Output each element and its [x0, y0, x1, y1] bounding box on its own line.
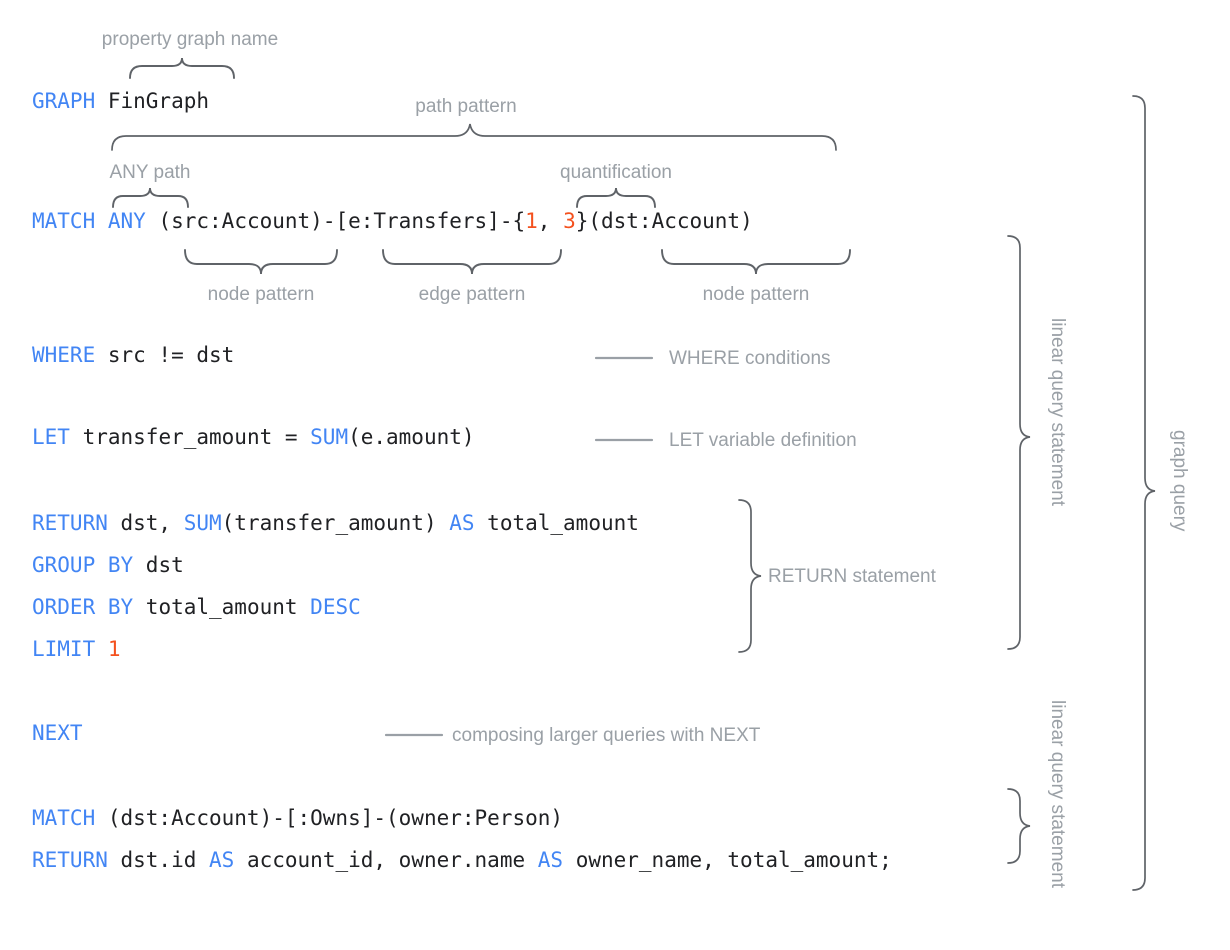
code-token: GRAPH — [32, 89, 96, 113]
label-where-conditions: WHERE conditions — [669, 348, 831, 369]
brace-any-path — [112, 187, 189, 208]
code-token: (src:Account)-[e:Transfers]-{ — [145, 209, 526, 233]
code-token: GROUP BY — [32, 553, 134, 577]
label-any-path: ANY path — [109, 162, 191, 183]
code-token: owner_name, total_amount; — [563, 848, 892, 872]
code-token: DESC — [310, 595, 361, 619]
brace-linear-query-statement-2 — [1007, 788, 1031, 864]
code-line-return-line: RETURN dst, SUM(transfer_amount) AS tota… — [32, 510, 639, 536]
arrow-next-head — [376, 729, 391, 741]
code-line-next-line: NEXT — [32, 720, 83, 746]
brace-graph-query — [1132, 95, 1156, 891]
code-token: dst — [133, 553, 184, 577]
brace-node-pattern-right — [661, 249, 851, 275]
code-token: }(dst:Account) — [575, 209, 753, 233]
code-token: MATCH — [32, 806, 96, 830]
label-linear-query-statement-1: linear query statement — [1047, 318, 1068, 506]
label-edge-pattern: edge pattern — [418, 284, 526, 305]
code-token — [95, 209, 108, 233]
code-line-match2-line: MATCH (dst:Account)-[:Owns]-(owner:Perso… — [32, 805, 563, 831]
code-token — [95, 637, 108, 661]
label-path-pattern: path pattern — [415, 96, 517, 117]
code-token: (transfer_amount) — [221, 511, 450, 535]
code-token: ANY — [107, 209, 146, 233]
code-token: transfer_amount = — [69, 425, 311, 449]
label-graph-query: graph query — [1169, 430, 1190, 532]
code-token: AS — [209, 848, 235, 872]
code-token: AS — [537, 848, 564, 872]
arrow-where-head — [586, 352, 601, 364]
label-composing-next: composing larger queries with NEXT — [452, 725, 761, 746]
label-linear-query-statement-2: linear query statement — [1047, 700, 1068, 888]
code-token: total_amount — [133, 595, 311, 619]
label-property-graph-name: property graph name — [101, 29, 279, 50]
code-token: LIMIT — [32, 637, 96, 661]
code-token: SUM — [310, 425, 349, 449]
code-token: MATCH — [32, 209, 96, 233]
code-token: 1 — [107, 637, 121, 661]
brace-property-graph-name — [129, 57, 235, 79]
code-token: account_id, owner.name — [234, 848, 538, 872]
code-line-return2-line: RETURN dst.id AS account_id, owner.name … — [32, 847, 892, 873]
code-token: WHERE — [32, 343, 96, 367]
brace-path-pattern — [111, 123, 837, 151]
code-token: RETURN — [32, 848, 108, 872]
label-return-statement: RETURN statement — [768, 566, 936, 587]
arrow-let-head — [586, 434, 601, 446]
code-token: SUM — [183, 511, 222, 535]
code-line-where-line: WHERE src != dst — [32, 342, 234, 368]
code-token: dst, — [107, 511, 184, 535]
code-token: total_amount — [474, 511, 639, 535]
label-node-pattern-right: node pattern — [702, 284, 810, 305]
code-line-graph-line: GRAPH FinGraph — [32, 88, 209, 114]
label-let-variable-definition: LET variable definition — [669, 430, 857, 451]
code-token: (dst:Account)-[:Owns]-(owner:Person) — [95, 806, 564, 830]
brace-quantification — [576, 187, 656, 208]
code-token: LET — [32, 425, 70, 449]
code-token: RETURN — [32, 511, 108, 535]
brace-edge-pattern — [382, 249, 562, 275]
brace-linear-query-statement-1 — [1007, 235, 1031, 650]
code-token: src != dst — [95, 343, 235, 367]
code-token: dst.id — [107, 848, 210, 872]
label-quantification: quantification — [560, 162, 672, 183]
code-token: 1 — [525, 209, 538, 233]
code-line-groupby-line: GROUP BY dst — [32, 552, 184, 578]
code-token: , — [537, 209, 564, 233]
brace-node-pattern-left — [184, 249, 338, 275]
code-line-limit-line: LIMIT 1 — [32, 636, 121, 662]
label-node-pattern-left: node pattern — [207, 284, 315, 305]
code-line-orderby-line: ORDER BY total_amount DESC — [32, 594, 361, 620]
code-token: (e.amount) — [348, 425, 475, 449]
brace-return-statement — [738, 499, 762, 653]
code-token: AS — [449, 511, 475, 535]
code-line-let-line: LET transfer_amount = SUM(e.amount) — [32, 424, 475, 450]
code-token: 3 — [563, 209, 576, 233]
code-token: ORDER BY — [32, 595, 134, 619]
code-line-match-line: MATCH ANY (src:Account)-[e:Transfers]-{1… — [32, 208, 753, 234]
code-token: NEXT — [32, 721, 83, 745]
code-token: FinGraph — [95, 89, 210, 113]
